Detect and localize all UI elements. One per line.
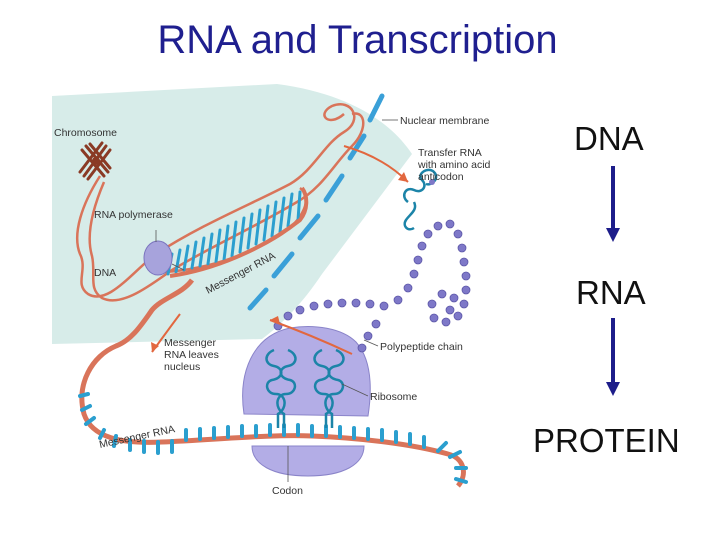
rna-polymerase-shape xyxy=(143,240,173,276)
label-nuclear-membrane: Nuclear membrane xyxy=(400,115,489,127)
label-rna-polymerase: RNA polymerase xyxy=(94,209,173,221)
rna-transcript xyxy=(166,190,302,276)
label-trna-2: with amino acid xyxy=(417,159,491,171)
label-mrna-leaves-1: Messenger xyxy=(164,337,216,349)
free-trna xyxy=(403,168,438,231)
label-mrna-leaves-2: RNA leaves xyxy=(164,349,219,361)
label-ribosome: Ribosome xyxy=(370,391,417,403)
label-messenger-rna-lower: Messenger RNA xyxy=(98,423,176,451)
flow-arrow-down-icon xyxy=(606,318,620,396)
nuclear-membrane xyxy=(247,93,385,311)
chromosome-icon xyxy=(78,141,112,181)
nucleus-region xyxy=(52,84,412,344)
mrna-codon-teeth xyxy=(78,392,468,484)
process-arrowheads xyxy=(151,172,408,352)
label-trna-1: Transfer RNA xyxy=(418,147,482,159)
label-trna-3: anticodon xyxy=(418,171,464,183)
leader-lines xyxy=(155,119,398,482)
chromosome-centromere xyxy=(92,157,100,165)
slide-title: RNA and Transcription xyxy=(157,18,558,62)
label-dna: DNA xyxy=(94,267,116,279)
mrna-backbone xyxy=(169,186,309,278)
ribosome-small-subunit xyxy=(251,445,365,477)
polypeptide-chain xyxy=(273,219,471,353)
label-chromosome: Chromosome xyxy=(54,127,117,139)
label-codon: Codon xyxy=(272,485,303,497)
transcription-diagram: Chromosome Nuclear membrane Transfer RNA… xyxy=(52,84,491,497)
label-polypeptide-chain: Polypeptide chain xyxy=(380,341,463,353)
trna-in-ribosome xyxy=(265,348,345,428)
flow-step-dna: DNA xyxy=(574,120,644,157)
flow-step-rna: RNA xyxy=(576,274,646,311)
ribosome-large-subunit xyxy=(242,326,371,417)
flow-arrow-down-icon xyxy=(606,166,620,242)
trna-amino-acid xyxy=(429,179,435,185)
label-mrna-leaves-3: nucleus xyxy=(164,361,200,373)
flow-step-protein: PROTEIN xyxy=(533,422,680,459)
